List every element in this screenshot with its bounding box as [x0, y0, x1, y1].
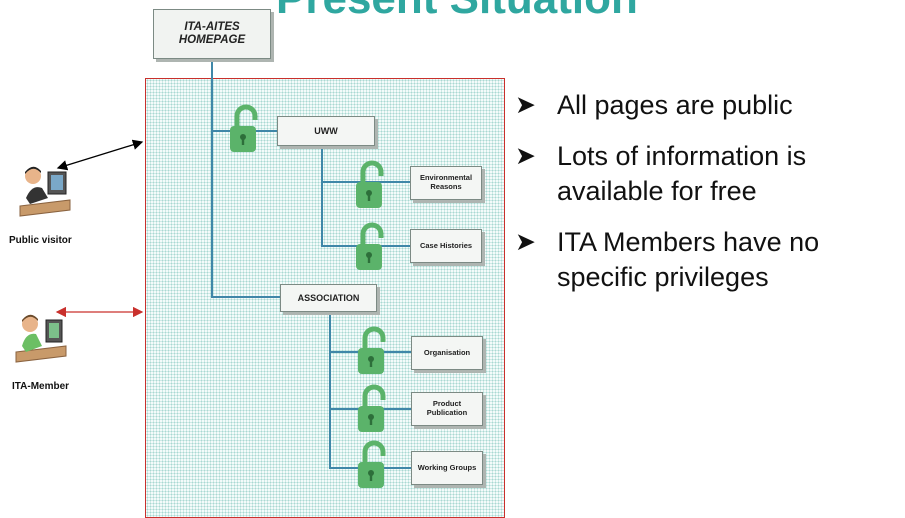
- node-working-groups: Working Groups: [411, 451, 483, 485]
- connector-home-association: [211, 59, 280, 298]
- node-association: ASSOCIATION: [280, 284, 377, 312]
- bullet-list: ➤ All pages are public ➤ Lots of informati…: [512, 88, 904, 311]
- bullet-arrow-icon: ➤: [515, 91, 536, 119]
- bullet-item: ➤ ITA Members have no specific privileges: [512, 225, 904, 295]
- node-uww: UWW: [277, 116, 375, 146]
- ita-member-label: ITA-Member: [12, 381, 70, 392]
- node-product-publication: Product Publication: [411, 392, 483, 426]
- open-lock-icon: [358, 440, 386, 488]
- node-environmental-reasons: Environmental Reasons: [410, 166, 482, 200]
- ita-member-icon: [15, 314, 67, 363]
- public-visitor-icon: [19, 166, 71, 217]
- bullet-item: ➤ Lots of information is available for fr…: [512, 139, 904, 209]
- open-lock-icon: [358, 384, 386, 432]
- node-organisation: Organisation: [411, 336, 483, 370]
- slide-title: Present Situation: [276, 0, 638, 24]
- bullet-text: All pages are public: [557, 90, 793, 120]
- bullet-text: Lots of information is available for fre…: [557, 141, 807, 206]
- bullet-arrow-icon: ➤: [515, 142, 536, 170]
- open-lock-icon: [356, 160, 384, 208]
- bullet-text: ITA Members have no specific privileges: [557, 227, 820, 292]
- visitor-access-arrow: [56, 139, 144, 171]
- bullet-arrow-icon: ➤: [515, 228, 536, 256]
- node-case-histories: Case Histories: [410, 229, 482, 263]
- open-lock-icon: [358, 326, 386, 374]
- open-lock-icon: [230, 104, 258, 152]
- open-lock-icon: [356, 222, 384, 270]
- bullet-item: ➤ All pages are public: [512, 88, 904, 123]
- public-visitor-label: Public visitor: [9, 235, 72, 246]
- node-homepage: ITA-AITES HOMEPAGE: [153, 9, 271, 59]
